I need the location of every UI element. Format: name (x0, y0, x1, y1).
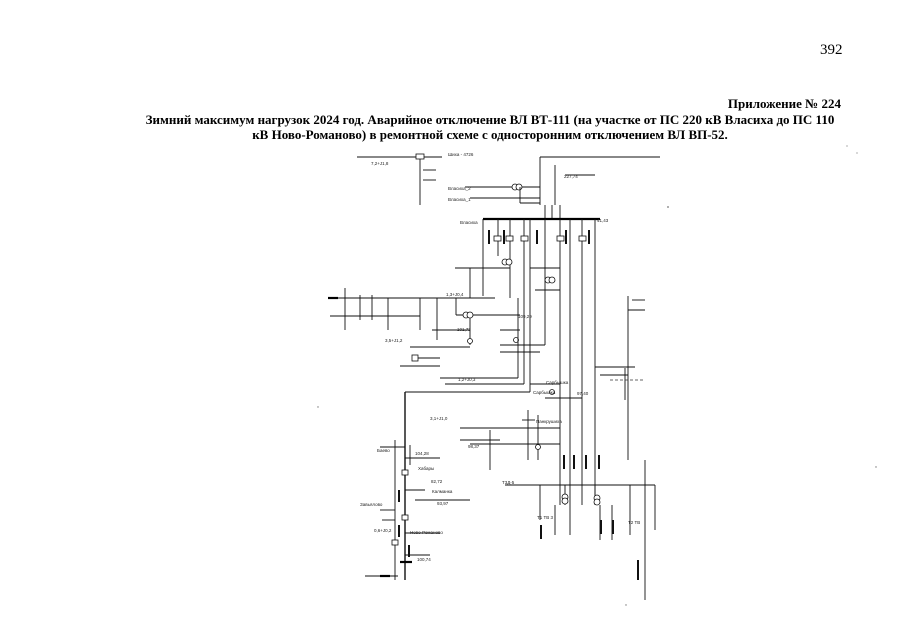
diagram-label-lbl-novoromanovo: Ново-Романово (410, 530, 443, 535)
east-substations (460, 366, 635, 470)
diagram-label-lbl-kv-16: 3,5+J1,2 (385, 338, 403, 343)
top-left-feeder (357, 153, 442, 205)
central-substation (400, 256, 560, 367)
diagram-label-lbl-t-1: Т1 ТВ 3 (537, 515, 554, 520)
vlasiha-110-bus (482, 217, 600, 505)
diagram-label-lbl-kv-12: 7,2+J1,8 (371, 161, 389, 166)
diagram-label-lbl-kv-1: Шиха - 4726 (448, 152, 474, 157)
diagram-label-lbl-habary: Хабары (418, 466, 434, 471)
scan-specks (317, 145, 877, 606)
right-boundary (610, 296, 645, 460)
diagram-label-lbl-pankrushiha: Панкрушиха (536, 419, 562, 424)
west-line (328, 288, 520, 345)
diagram-label-lbl-kv-9: 109,29 (518, 314, 532, 319)
diagram-label-lbl-sarbyshka: Сарбышка (546, 380, 569, 385)
appendix-heading: Приложение № 224 (727, 96, 841, 111)
page-title-line-1: Зимний максимум нагрузок 2024 год. Авари… (145, 112, 835, 127)
diagram-label-lbl-vlasiha: Власиха (460, 220, 478, 225)
diagram-label-lbl-t-3: Т3Д-5 (502, 480, 515, 485)
diagram-label-lbl-kv-15: 1,2+J0,3 (458, 377, 476, 382)
vlasiha-220-feed (465, 156, 660, 218)
diagram-label-lbl-kv-4: 101,72 (457, 327, 471, 332)
diagram-label-lbl-kv-3: 227,74 (564, 174, 578, 179)
diagram-label-lbl-kv-11: 97,40 (577, 391, 589, 396)
page-title: Зимний максимум нагрузок 2024 год. Авари… (120, 112, 860, 142)
diagram-label-lbl-sarbyshka-2: Сарбышка (533, 390, 556, 395)
diagram-label-lbl-kv-10: 100,74 (417, 557, 431, 562)
diagram-label-lbl-kalmanka: Калманка (432, 489, 453, 494)
feeder-value-ticks (398, 230, 639, 580)
diagram-label-lbl-t-2: Т2 ТВ (628, 520, 640, 525)
diagram-label-lbl-kv-14: 0,6+J0,2 (374, 528, 392, 533)
south-trunk (365, 298, 531, 580)
diagram-label-lbl-kv-8: 98,37 (468, 444, 480, 449)
diagram-label-lbl-vlasiha-1: Власиха_1 (448, 197, 471, 202)
page-title-line-2: кВ Ново-Романово) в ремонтной схеме с од… (252, 127, 728, 142)
bottom-transformers (505, 460, 656, 600)
diagram-labels: Власиха_2Власиха_1ВласихаСарбышкаСарбышк… (360, 152, 640, 562)
diagram-label-lbl-vlasiha-2: Власиха_2 (448, 186, 471, 191)
diagram-label-lbl-kv-6: 93,97 (437, 501, 449, 506)
diagram-label-lbl-kv-2: 41,43 (597, 218, 609, 223)
diagram-label-lbl-kv-5: 104,28 (415, 451, 429, 456)
page-number: 392 (820, 42, 843, 58)
diagram-label-lbl-zavyalovo: Завьялово (360, 502, 383, 507)
diagram-label-lbl-kv-17: 1,3+J0,4 (446, 292, 464, 297)
diagram-label-lbl-kv-7: 82,72 (431, 479, 443, 484)
diagram-label-lbl-kv-13: 3,1+J1,0 (430, 416, 448, 421)
diagram-label-lbl-baevo: Баево (377, 448, 390, 453)
